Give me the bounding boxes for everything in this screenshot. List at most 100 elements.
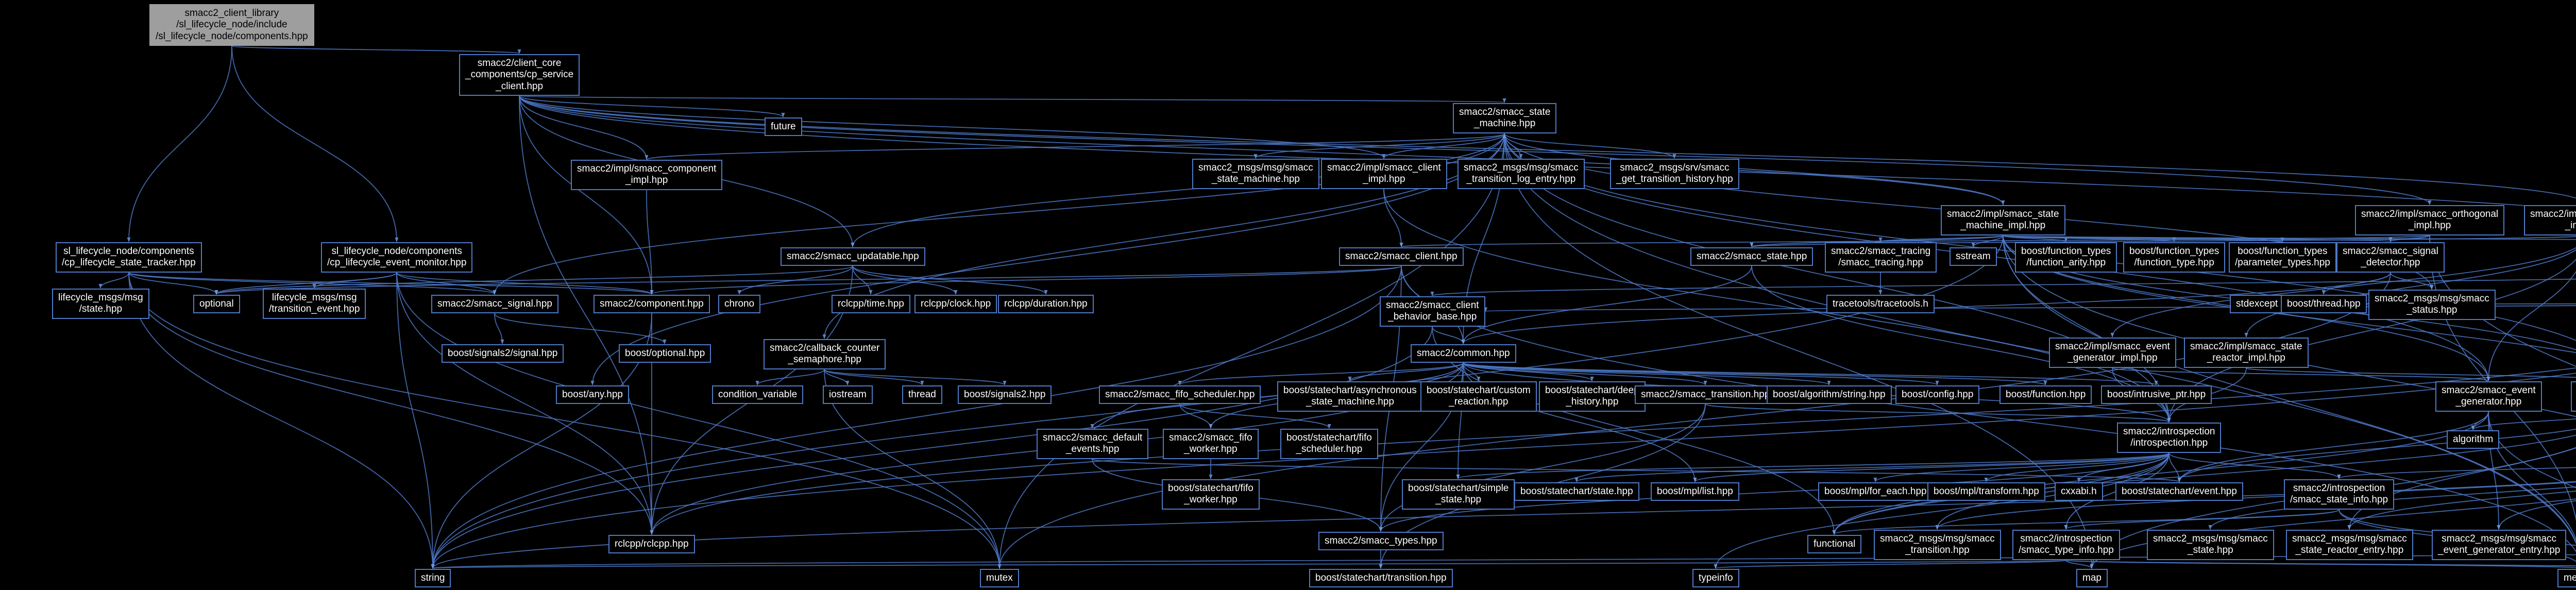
graph-node-sc_event[interactable]: boost/statechart/event.hpp	[2115, 482, 2243, 501]
graph-node-sc_deep[interactable]: boost/statechart/deep _history.hpp	[1539, 381, 1646, 412]
include-edge	[1463, 362, 1831, 385]
graph-node-sig_detector[interactable]: smacc2/smacc_signal _detector.hpp	[2336, 242, 2445, 273]
include-edge	[824, 369, 924, 385]
graph-node-cbsem[interactable]: smacc2/callback_counter _semaphore.hpp	[764, 339, 886, 369]
graph-node-tracetools[interactable]: tracetools/tracetools.h	[1826, 295, 1935, 314]
graph-node-types[interactable]: smacc2/smacc_types.hpp	[1318, 532, 1444, 551]
graph-node-sstream[interactable]: sstream	[1950, 247, 1997, 266]
graph-node-bconfig[interactable]: boost/config.hpp	[1895, 385, 1980, 404]
graph-node-rtime[interactable]: rclcpp/time.hpp	[832, 295, 910, 314]
graph-node-fn_arity[interactable]: boost/function_types /function_arity.hpp	[2015, 242, 2117, 273]
graph-node-sig2_signal[interactable]: boost/signals2/signal.hpp	[442, 344, 564, 363]
graph-node-sc_simple[interactable]: boost/statechart/simple _state.hpp	[1402, 479, 1515, 510]
graph-node-future[interactable]: future	[765, 117, 802, 137]
graph-node-mpl_foreach[interactable]: boost/mpl/for_each.hpp	[1818, 482, 1933, 501]
graph-node-chrono[interactable]: chrono	[718, 295, 761, 314]
graph-node-sm_impl[interactable]: smacc2/impl/smacc_state _machine_impl.hp…	[1941, 205, 2065, 235]
graph-node-sinfo[interactable]: smacc2/introspection /smacc_state_info.h…	[2284, 479, 2395, 510]
graph-node-rduration[interactable]: rclcpp/duration.hpp	[998, 295, 1094, 314]
graph-node-functional[interactable]: functional	[1807, 535, 1862, 554]
graph-node-boptional[interactable]: boost/optional.hpp	[619, 344, 711, 363]
graph-node-srv_hist[interactable]: smacc2_msgs/srv/smacc _get_transition_hi…	[1610, 159, 1739, 189]
graph-node-bfunction[interactable]: boost/function.hpp	[1999, 385, 2092, 404]
graph-node-updatable[interactable]: smacc2/smacc_updatable.hpp	[781, 247, 925, 266]
graph-node-component[interactable]: smacc2/component.hpp	[594, 295, 710, 314]
graph-node-state_impl[interactable]: smacc2/impl/smacc_state _impl.hpp	[2524, 205, 2576, 235]
graph-node-rclock[interactable]: rclcpp/clock.hpp	[914, 295, 997, 314]
graph-node-map[interactable]: map	[2076, 569, 2108, 588]
graph-node-signals2[interactable]: boost/signals2.hpp	[958, 385, 1052, 404]
graph-node-mutex[interactable]: mutex	[980, 569, 1019, 588]
graph-node-svc[interactable]: smacc2/client_core _components/cp_servic…	[459, 54, 580, 96]
graph-node-algorithm[interactable]: algorithm	[2447, 430, 2500, 449]
include-edge	[2065, 560, 2094, 569]
graph-node-fifo_sched[interactable]: smacc2/smacc_fifo_scheduler.hpp	[1099, 385, 1261, 404]
graph-node-msg_sm[interactable]: smacc2_msgs/msg/smacc _state_machine.hpp	[1192, 159, 1319, 189]
graph-node-msg_ege[interactable]: smacc2_msgs/msg/smacc _event_generator_e…	[2432, 530, 2567, 560]
graph-node-sc_custom[interactable]: boost/statechart/custom _reaction.hpp	[1420, 381, 1537, 412]
graph-node-fn_type[interactable]: boost/function_types /function_type.hpp	[2123, 242, 2226, 273]
graph-node-tracing[interactable]: smacc2/smacc_tracing /smacc_tracing.hpp	[1825, 242, 1937, 273]
include-edge	[852, 265, 1048, 295]
graph-node-msg_state2[interactable]: smacc2_msgs/msg/smacc _state.hpp	[2147, 530, 2274, 560]
graph-node-tinfo[interactable]: smacc2/introspection /smacc_type_info.hp…	[2012, 530, 2120, 560]
graph-node-introspection[interactable]: smacc2/introspection /introspection.hpp	[2117, 423, 2222, 453]
graph-node-sreactor[interactable]: smacc2/smacc_state _reactor.hpp	[2571, 381, 2576, 412]
graph-node-rclcpp[interactable]: rclcpp/rclcpp.hpp	[608, 535, 695, 554]
graph-node-signal[interactable]: smacc2/smacc_signal.hpp	[431, 295, 558, 314]
graph-node-client[interactable]: smacc2/smacc_client.hpp	[1339, 247, 1464, 266]
include-edge	[1935, 452, 2170, 530]
graph-node-cp_monitor[interactable]: sl_lifecycle_node/components /cp_lifecyc…	[321, 242, 473, 273]
include-edge	[2168, 452, 2341, 479]
graph-node-sc_async[interactable]: boost/statechart/asynchronous _state_mac…	[1277, 381, 1423, 412]
include-edge	[431, 373, 2576, 569]
graph-node-typeinfo[interactable]: typeinfo	[1692, 569, 1739, 588]
graph-node-sc_transition[interactable]: boost/statechart/transition.hpp	[1309, 569, 1453, 588]
graph-node-sc_fifoworker[interactable]: boost/statechart/fifo _worker.hpp	[1162, 479, 1260, 510]
include-edge	[997, 272, 2391, 569]
graph-node-fifo_worker[interactable]: smacc2/smacc_fifo _worker.hpp	[1163, 429, 1259, 459]
graph-node-fn_params[interactable]: boost/function_types /parameter_types.hp…	[2229, 242, 2336, 273]
graph-node-orth_impl[interactable]: smacc2/impl/smacc_orthogonal _impl.hpp	[2355, 205, 2505, 235]
include-edge	[2337, 467, 2576, 479]
graph-node-client_impl[interactable]: smacc2/impl/smacc_client _impl.hpp	[1321, 159, 1447, 189]
graph-node-lmsg_tevent[interactable]: lifecycle_msgs/msg /transition_event.hpp	[263, 289, 366, 319]
include-edge	[650, 367, 2576, 535]
graph-node-msg_sre[interactable]: smacc2_msgs/msg/smacc _state_reactor_ent…	[2286, 530, 2413, 560]
graph-node-stdexcept[interactable]: stdexcept	[2230, 295, 2284, 314]
graph-node-transition[interactable]: smacc2/smacc_transition.hpp	[1635, 385, 1776, 404]
graph-node-state[interactable]: smacc2/smacc_state.hpp	[1690, 247, 1814, 266]
graph-node-sc_state[interactable]: boost/statechart/state.hpp	[1514, 482, 1639, 501]
graph-node-defevents[interactable]: smacc2/smacc_default _events.hpp	[1037, 429, 1149, 459]
graph-node-mpl_list[interactable]: boost/mpl/list.hpp	[1651, 482, 1739, 501]
graph-node-cbhv_base[interactable]: smacc2/smacc_client _behavior_base.hpp	[1380, 296, 1485, 327]
graph-node-bintrusive[interactable]: boost/intrusive_ptr.hpp	[2101, 385, 2212, 404]
graph-node-balgo[interactable]: boost/algorithm/string.hpp	[1767, 385, 1892, 404]
include-edge	[519, 95, 654, 535]
graph-node-cp_tracker[interactable]: sl_lifecycle_node/components /cp_lifecyc…	[56, 242, 202, 273]
graph-node-sm[interactable]: smacc2/smacc_state _machine.hpp	[1453, 103, 1557, 133]
include-edge	[1456, 452, 2170, 479]
graph-node-optional[interactable]: optional	[193, 295, 240, 314]
graph-node-common[interactable]: smacc2/common.hpp	[1411, 344, 1516, 363]
graph-node-comp_impl[interactable]: smacc2/impl/smacc_component _impl.hpp	[571, 160, 723, 190]
graph-node-string[interactable]: string	[415, 569, 451, 588]
graph-node-mpl_transform[interactable]: boost/mpl/transform.hpp	[1927, 482, 2045, 501]
graph-node-msg_status[interactable]: smacc2_msgs/msg/smacc _status.hpp	[2368, 290, 2496, 320]
graph-node-cxxabi[interactable]: cxxabi.h	[2055, 482, 2103, 501]
graph-node-evg_impl[interactable]: smacc2/impl/smacc_event _generator_impl.…	[2049, 338, 2176, 368]
graph-node-sc_fifosched[interactable]: boost/statechart/fifo _scheduler.hpp	[1280, 429, 1378, 459]
graph-node-msg_transition[interactable]: smacc2_msgs/msg/smacc _transition.hpp	[1874, 530, 2001, 560]
graph-node-thread[interactable]: thread	[902, 385, 942, 404]
graph-node-condvar[interactable]: condition_variable	[712, 385, 804, 404]
graph-node-sr_impl[interactable]: smacc2/impl/smacc_state _reactor_impl.hp…	[2184, 338, 2309, 368]
graph-node-msg_tlog[interactable]: smacc2_msgs/msg/smacc _transition_log_en…	[1458, 159, 1585, 189]
graph-node-evg[interactable]: smacc2/smacc_event _generator.hpp	[2435, 381, 2542, 412]
graph-node-bthread[interactable]: boost/thread.hpp	[2281, 295, 2367, 314]
graph-node-bany[interactable]: boost/any.hpp	[556, 385, 629, 404]
include-edge	[2110, 247, 2576, 338]
graph-node-iostream[interactable]: iostream	[823, 385, 873, 404]
graph-node-lmsg_state[interactable]: lifecycle_msgs/msg /state.hpp	[52, 289, 149, 319]
graph-node-memory[interactable]: memory	[2557, 569, 2576, 588]
include-edge	[997, 133, 1505, 569]
